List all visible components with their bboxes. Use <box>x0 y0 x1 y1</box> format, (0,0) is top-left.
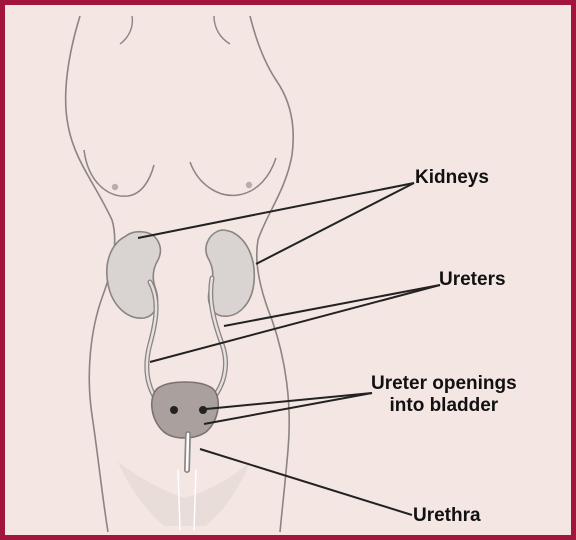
pelvic-shading <box>118 462 250 526</box>
neck-left-outline <box>120 16 132 44</box>
neck-right-outline <box>214 16 230 44</box>
left-ureter-opening <box>170 406 178 414</box>
label-ureter-openings-line2: into bladder <box>371 395 517 417</box>
right-ureter-opening <box>199 406 207 414</box>
urethra-core <box>187 434 188 470</box>
bladder <box>152 382 219 438</box>
left-breast-outline <box>84 150 154 196</box>
label-ureter-openings: Ureter openings into bladder <box>371 373 517 417</box>
left-nipple <box>112 184 118 190</box>
label-ureter-openings-line1: Ureter openings <box>371 373 517 395</box>
ureters-leader-lower <box>150 285 440 362</box>
torso-right-outline <box>250 16 293 532</box>
label-ureters: Ureters <box>439 269 506 291</box>
ureters-leader-upper <box>224 285 440 326</box>
kidneys-leader-right <box>256 183 414 264</box>
kidneys-leader-left <box>138 183 414 238</box>
right-nipple <box>246 182 252 188</box>
right-breast-outline <box>190 158 276 195</box>
left-kidney <box>107 232 161 319</box>
leader-lines <box>138 183 440 515</box>
label-urethra: Urethra <box>413 505 481 527</box>
label-kidneys: Kidneys <box>415 167 489 189</box>
